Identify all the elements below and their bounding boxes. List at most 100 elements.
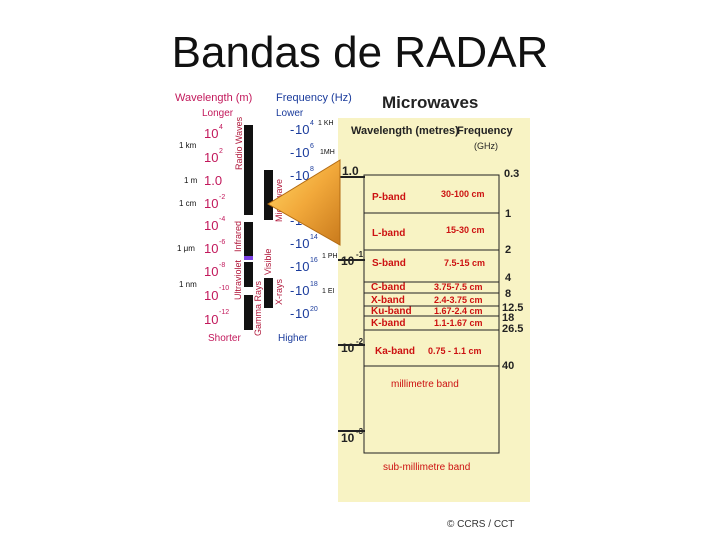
svg-text:-: -: [290, 306, 294, 321]
band-k: K-band: [371, 318, 405, 329]
svg-text:-10: -10: [219, 285, 229, 292]
svg-text:-8: -8: [219, 262, 225, 269]
svg-text:-6: -6: [219, 239, 225, 246]
svg-text:-2: -2: [219, 194, 225, 201]
svg-text:10: 10: [204, 218, 218, 233]
x-ray-segment: [264, 278, 273, 308]
visible-segment: [244, 256, 253, 260]
svg-text:10: 10: [295, 145, 309, 160]
mw-wl-tick: 10: [341, 341, 355, 355]
svg-text:-4: -4: [219, 216, 225, 223]
wl-tick: 10-12: [204, 309, 229, 327]
region-radio-waves: Radio Waves: [234, 116, 244, 170]
band-ku-range: 1.67-2.4 cm: [434, 306, 483, 316]
infrared-segment: [244, 222, 253, 257]
freq-tick: -1020: [290, 306, 318, 321]
svg-text:14: 14: [310, 234, 318, 241]
svg-text:6: 6: [310, 143, 314, 150]
svg-text:1.0: 1.0: [204, 173, 222, 188]
region-x-rays: X-rays: [274, 278, 284, 305]
band-c: C-band: [371, 282, 405, 293]
svg-text:-: -: [290, 122, 294, 137]
band-x-range: 2.4-3.75 cm: [434, 295, 483, 305]
band-l-range: 15-30 cm: [446, 225, 485, 235]
mw-wl-tick: 10: [341, 431, 355, 445]
radio-waves-segment: [244, 125, 253, 215]
longer-label: Longer: [202, 108, 234, 119]
wl-tick: 10-10: [204, 285, 229, 303]
svg-text:10: 10: [204, 241, 218, 256]
mw-wavelength-header: Wavelength (metres): [351, 125, 459, 137]
marker-1km: 1 km: [179, 141, 197, 150]
mw-freq-tick: 2: [505, 244, 511, 256]
gamma-segment: [244, 295, 253, 330]
band-sub-millimetre: sub-millimetre band: [383, 462, 470, 473]
region-gamma-rays: Gamma Rays: [253, 280, 263, 336]
band-p: P-band: [372, 192, 406, 203]
shorter-label: Shorter: [208, 333, 241, 344]
band-ku: Ku-band: [371, 306, 412, 317]
band-s-range: 7.5-15 cm: [444, 258, 485, 268]
mw-frequency-header: Frequency: [457, 125, 514, 137]
svg-text:2: 2: [219, 148, 223, 155]
mw-freq-tick: 1: [505, 208, 511, 220]
svg-text:4: 4: [219, 124, 223, 131]
freq-tick: -1018: [290, 281, 318, 298]
marker-1phz: 1 PH: [322, 253, 338, 260]
region-infrared: Infrared: [233, 221, 243, 252]
band-l: L-band: [372, 228, 405, 239]
svg-text:10: 10: [295, 283, 309, 298]
region-ultraviolet: Ultraviolet: [233, 259, 243, 300]
microwaves-title: Microwaves: [382, 93, 478, 112]
wl-tick: 10-6: [204, 239, 225, 256]
mw-freq-tick: 26.5: [502, 323, 523, 335]
svg-text:-: -: [290, 283, 294, 298]
marker-1um: 1 μm: [177, 244, 195, 253]
svg-text:10: 10: [204, 150, 218, 165]
wavelength-markers: 1 km 1 m 1 cm 1 μm 1 nm: [177, 141, 198, 289]
svg-text:10: 10: [204, 264, 218, 279]
band-millimetre: millimetre band: [391, 379, 459, 390]
wl-tick: 1.0: [204, 173, 222, 188]
mw-wl-tick: 1.0: [342, 164, 359, 178]
svg-text:18: 18: [310, 281, 318, 288]
svg-text:-12: -12: [219, 309, 229, 316]
svg-text:-1: -1: [356, 250, 364, 259]
microwave-segment: [264, 170, 273, 220]
wl-tick: 10-4: [204, 216, 225, 233]
wl-tick: 102: [204, 148, 223, 165]
wl-tick: 10-8: [204, 262, 225, 279]
marker-1khz: 1 KH: [318, 120, 334, 127]
marker-1ehz: 1 EI: [322, 288, 335, 295]
svg-text:20: 20: [310, 306, 318, 313]
higher-label: Higher: [278, 333, 308, 344]
svg-text:10: 10: [295, 236, 309, 251]
band-s: S-band: [372, 258, 406, 269]
svg-text:-: -: [290, 236, 294, 251]
mw-frequency-unit: (GHz): [474, 141, 498, 151]
svg-text:-: -: [290, 145, 294, 160]
svg-text:-: -: [290, 259, 294, 274]
mw-freq-tick: 8: [505, 288, 511, 300]
wavelength-header: Wavelength (m): [175, 92, 252, 104]
svg-text:4: 4: [310, 120, 314, 127]
ultraviolet-segment: [244, 262, 253, 287]
svg-text:-2: -2: [356, 337, 364, 346]
band-ka: Ka-band: [375, 346, 415, 357]
band-k-range: 1.1-1.67 cm: [434, 318, 483, 328]
mw-freq-tick: 4: [505, 272, 512, 284]
marker-1cm: 1 cm: [179, 199, 197, 208]
svg-text:8: 8: [310, 166, 314, 173]
lower-label: Lower: [276, 108, 304, 119]
marker-1nm: 1 nm: [179, 280, 197, 289]
copyright-credit: © CCRS / CCT: [447, 519, 514, 530]
svg-text:10: 10: [295, 122, 309, 137]
svg-text:10: 10: [204, 312, 218, 327]
svg-text:10: 10: [204, 196, 218, 211]
